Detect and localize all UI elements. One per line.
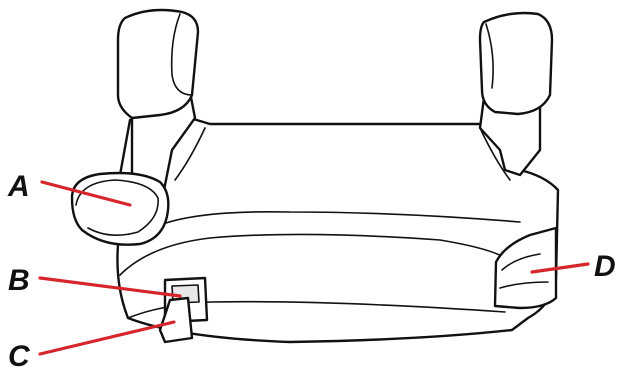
seat-bottom-rim <box>127 300 506 319</box>
callout-line-b <box>38 276 182 298</box>
callout-line-c <box>38 320 176 356</box>
callout-label-b: B <box>8 264 30 297</box>
left-armrest-pad <box>116 8 200 120</box>
callout-label-d: D <box>594 250 616 283</box>
callout-label-c: C <box>8 340 31 370</box>
booster-seat-icon <box>70 8 560 344</box>
cup-holder <box>70 171 170 246</box>
right-armrest-pad <box>478 11 554 116</box>
callout-lines <box>38 180 590 356</box>
cup-holder-rim <box>75 179 159 236</box>
callout-label-a: A <box>7 170 30 203</box>
side-handle <box>493 226 558 310</box>
seat-cushion <box>174 127 511 181</box>
right-armrest-pad-edge <box>485 23 494 89</box>
callout-line-d <box>530 262 590 274</box>
callout-line-a <box>40 180 132 207</box>
left-armrest-pad-edge <box>170 13 193 96</box>
seat-cushion-front <box>159 210 521 226</box>
seat-front-edge <box>119 233 511 276</box>
side-handle-inner <box>499 253 549 289</box>
